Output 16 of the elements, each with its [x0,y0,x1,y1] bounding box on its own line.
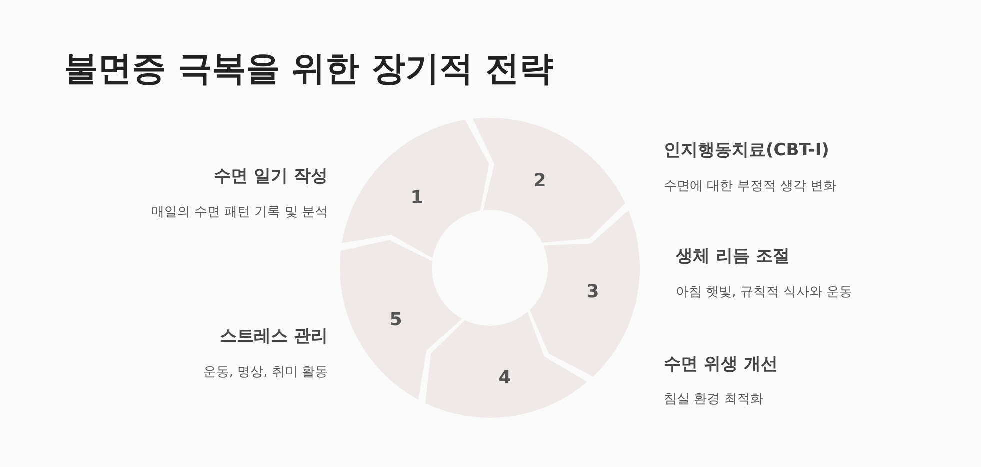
step-number: 2 [534,170,546,192]
strategy-description: 아침 햇빛, 규칙적 식사와 운동 [676,284,853,301]
step-number: 3 [586,282,600,302]
step-number: 5 [390,310,402,330]
strategy-heading: 수면 위생 개선 [664,354,778,376]
strategy-description: 침실 환경 최적화 [664,391,764,408]
strategy-description: 수면에 대한 부정적 생각 변화 [664,178,837,195]
strategy-description: 매일의 수면 패턴 기록 및 분석 [151,204,328,221]
strategy-heading: 스트레스 관리 [220,326,328,348]
title: 불면증 극복을 위한 장기적 전략 [64,48,554,91]
strategy-description: 운동, 명상, 취미 활동 [203,364,328,381]
step-number: 4 [498,368,512,388]
step-number: 1 [410,188,424,208]
strategy-heading: 생체 리듬 조절 [676,246,790,268]
strategy-heading: 수면 일기 작성 [214,166,328,188]
strategy-heading: 인지행동치료(CBT-I) [664,140,830,162]
